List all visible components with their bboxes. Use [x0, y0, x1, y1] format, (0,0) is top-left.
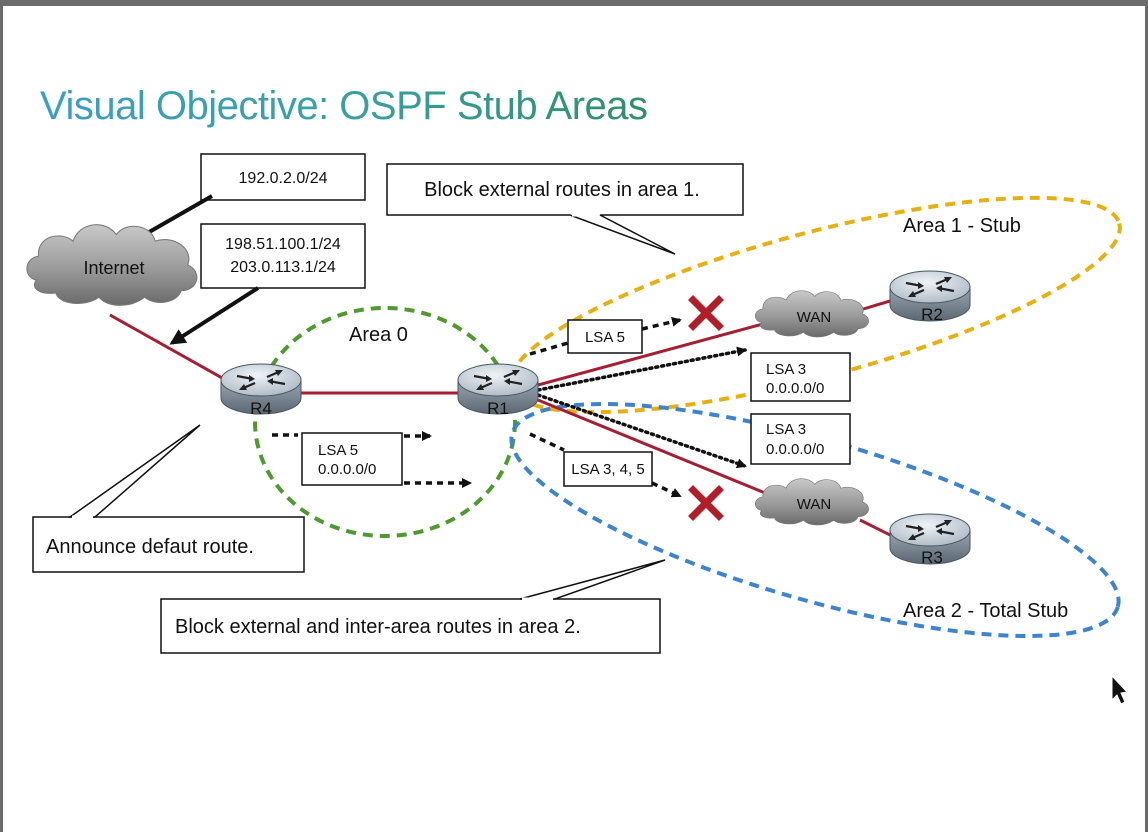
area1-blocked-lsa-label: LSA 5 — [585, 329, 625, 346]
area2-default-lsa-line2: 0.0.0.0/0 — [766, 441, 824, 458]
page-title: Visual Objective: OSPF Stub Areas — [40, 84, 648, 128]
area0-label: Area 0 — [349, 324, 408, 346]
prefix-callout-2-line1: 198.51.100.1/24 — [225, 236, 341, 253]
prefix-callout-1: 192.0.2.0/24 — [239, 170, 328, 187]
area2-default-lsa-line1: LSA 3 — [766, 421, 806, 438]
mouse-cursor-icon — [1111, 674, 1129, 705]
announce-default-callout: Announce defaut route. — [46, 536, 254, 558]
area1-default-lsa-line2: 0.0.0.0/0 — [766, 380, 824, 397]
r4-label: R4 — [250, 399, 272, 418]
wan1-label: WAN — [797, 309, 831, 326]
area2-blocked-lsa-label: LSA 3, 4, 5 — [571, 461, 644, 478]
block-area1-callout: Block external routes in area 1. — [424, 179, 700, 201]
area1-default-lsa-line1: LSA 3 — [766, 361, 806, 378]
blocked-x-icon — [688, 485, 724, 521]
block-area2-callout: Block external and inter-area routes in … — [175, 616, 581, 638]
arrow-prefix2 — [169, 286, 260, 345]
r1-label: R1 — [487, 399, 509, 418]
area1-label: Area 1 - Stub — [903, 215, 1021, 237]
internet-label: Internet — [83, 258, 144, 278]
r4-lsa-label-line1: LSA 5 — [318, 442, 358, 459]
prefix-callout-2-line2: 203.0.113.1/24 — [230, 259, 336, 276]
blocked-x-icon — [688, 295, 724, 331]
area2-label: Area 2 - Total Stub — [903, 600, 1068, 622]
r3-label: R3 — [921, 548, 943, 567]
r2-label: R2 — [921, 305, 943, 324]
wan2-label: WAN — [797, 496, 831, 513]
area2-boundary — [509, 402, 1121, 638]
r4-lsa-label-line2: 0.0.0.0/0 — [318, 461, 376, 478]
area0-boundary — [253, 306, 517, 538]
